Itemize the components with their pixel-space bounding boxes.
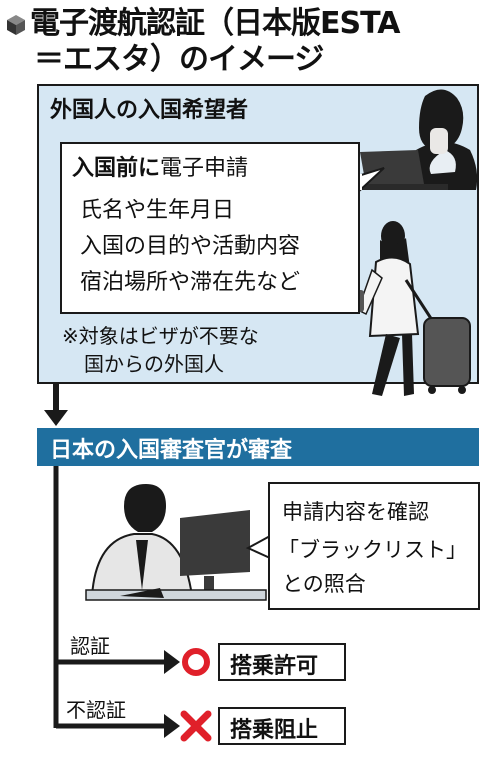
officer-silhouette: [85, 484, 267, 601]
application-item: 氏名や生年月日: [80, 198, 235, 223]
denied-label: 不認証: [66, 698, 126, 722]
application-item: 宿泊場所や滞在先など: [80, 270, 301, 295]
note-line-2: 国からの外国人: [84, 352, 224, 376]
review-header: [37, 428, 479, 466]
approved-result-box: [218, 643, 346, 681]
note-line-1: ※対象はビザが不要な: [62, 324, 259, 348]
approve-circle-icon: [182, 648, 210, 676]
application-title-bold: 入国前に: [72, 156, 161, 181]
traveler-silhouette: [350, 221, 471, 396]
title-line-2: ＝エスタ）のイメージ: [34, 42, 324, 77]
approved-result: 搭乗許可: [230, 654, 319, 679]
denied-result: 搭乗阻止: [230, 718, 319, 743]
applicant-heading: 外国人の入国希望者: [50, 98, 249, 123]
cube-bullet-icon: [7, 15, 25, 35]
title-line-1: 電子渡航認証（日本版ESTA: [30, 6, 400, 41]
check-box: [268, 482, 480, 610]
check-line-1: 申請内容を確認: [282, 500, 429, 524]
application-box: [60, 142, 360, 314]
approved-label: 認証: [70, 634, 110, 658]
deny-cross-icon: [180, 710, 212, 742]
check-line-2: 「ブラックリスト」: [278, 538, 467, 562]
review-heading: 日本の入国審査官が審査: [50, 438, 293, 463]
check-line-3: との照合: [282, 572, 366, 596]
woman-laptop-silhouette: [358, 89, 478, 190]
application-title: 入国前に電子申請: [72, 150, 248, 182]
application-title-rest: 電子申請: [160, 156, 249, 181]
application-item: 入国の目的や活動内容: [80, 234, 301, 259]
denied-result-box: [218, 707, 346, 745]
